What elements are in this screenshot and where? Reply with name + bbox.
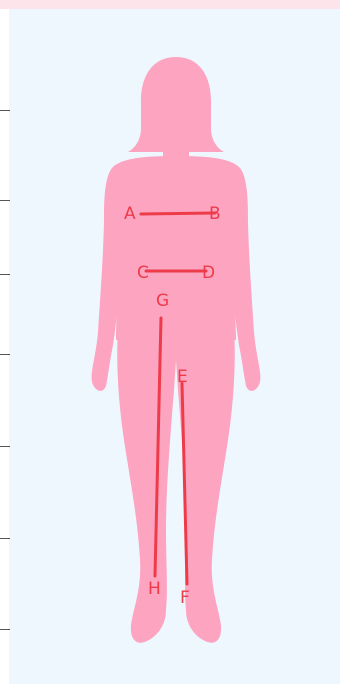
label-g: G	[156, 291, 169, 311]
label-c: C	[137, 263, 149, 283]
bust-line-a-b	[141, 213, 215, 214]
label-a: A	[124, 204, 136, 224]
label-b: B	[209, 204, 221, 224]
label-f: F	[180, 588, 190, 608]
label-e: E	[177, 367, 188, 387]
label-d: D	[202, 263, 215, 283]
label-h: H	[148, 579, 161, 599]
female-body-silhouette	[92, 57, 261, 643]
